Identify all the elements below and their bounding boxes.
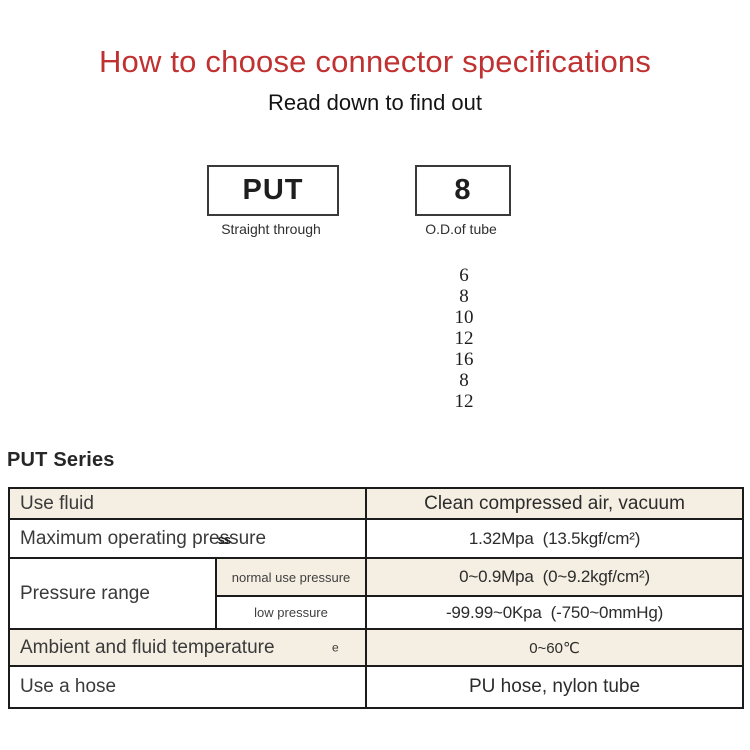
page-subtitle: Read down to find out <box>267 90 483 115</box>
size-options-list: 6 8 10 12 16 8 12 <box>403 265 525 412</box>
artifact-ss: ss <box>217 531 232 547</box>
size-option: 8 <box>459 286 469 307</box>
series-heading: PUT Series <box>7 449 115 471</box>
spec-sublabel-low-pressure: low pressure <box>214 595 368 630</box>
table-row: Pressure range normal use pressure 0~0.9… <box>8 557 745 630</box>
model-code-box: PUT <box>207 165 339 216</box>
tube-size-caption: O.D.of tube <box>425 221 497 237</box>
size-option: 16 <box>454 349 474 370</box>
spec-value-normal-pressure: 0~0.9Mpa (0~9.2kgf/cm²) <box>365 557 745 597</box>
spec-value-hose: PU hose, nylon tube <box>365 665 745 709</box>
spec-sublabel-normal-pressure: normal use pressure <box>214 557 368 597</box>
table-row: Ambient and fluid temperature e 0~60℃ <box>7 628 745 667</box>
label-text: ure <box>238 527 267 549</box>
table-row: Use fluid Clean compressed air, vacuum <box>7 487 745 520</box>
spec-value-max-pressure: 1.32Mpa (13.5kgf/cm²) <box>365 518 745 559</box>
size-option: 12 <box>454 328 474 349</box>
label-text: Maximum operating pre <box>20 527 220 549</box>
spec-value-low-pressure: -99.99~0Kpa (-750~0mmHg) <box>365 595 745 630</box>
spec-label-hose: Use a hose <box>7 665 368 709</box>
spec-label-pressure-range: Pressure range <box>8 557 217 630</box>
spec-label-use-fluid: Use fluid <box>7 487 368 520</box>
size-option: 8 <box>459 370 469 391</box>
table-row: low pressure -99.99~0Kpa (-750~0mmHg) <box>9 595 745 630</box>
model-code: PUT <box>242 174 304 206</box>
tube-size-box: 8 <box>415 165 511 216</box>
artifact-e: e <box>332 640 339 655</box>
page-title: How to choose connector specifications <box>98 44 652 79</box>
label-text: ss <box>219 527 239 549</box>
table-row: Use a hose PU hose, nylon tube <box>7 665 745 709</box>
spec-value-temperature: 0~60℃ <box>365 628 745 667</box>
tube-size-code: 8 <box>454 174 472 206</box>
model-code-caption: Straight through <box>221 221 321 237</box>
spec-value-use-fluid: Clean compressed air, vacuum <box>365 487 745 520</box>
size-option: 6 <box>459 265 469 286</box>
spec-table: Use fluid Clean compressed air, vacuum M… <box>7 487 745 709</box>
size-option: 10 <box>454 307 474 328</box>
size-option: 12 <box>454 391 474 412</box>
spec-label-temperature: Ambient and fluid temperature e <box>7 628 368 667</box>
label-text: Ambient and fluid temperature <box>20 636 275 658</box>
